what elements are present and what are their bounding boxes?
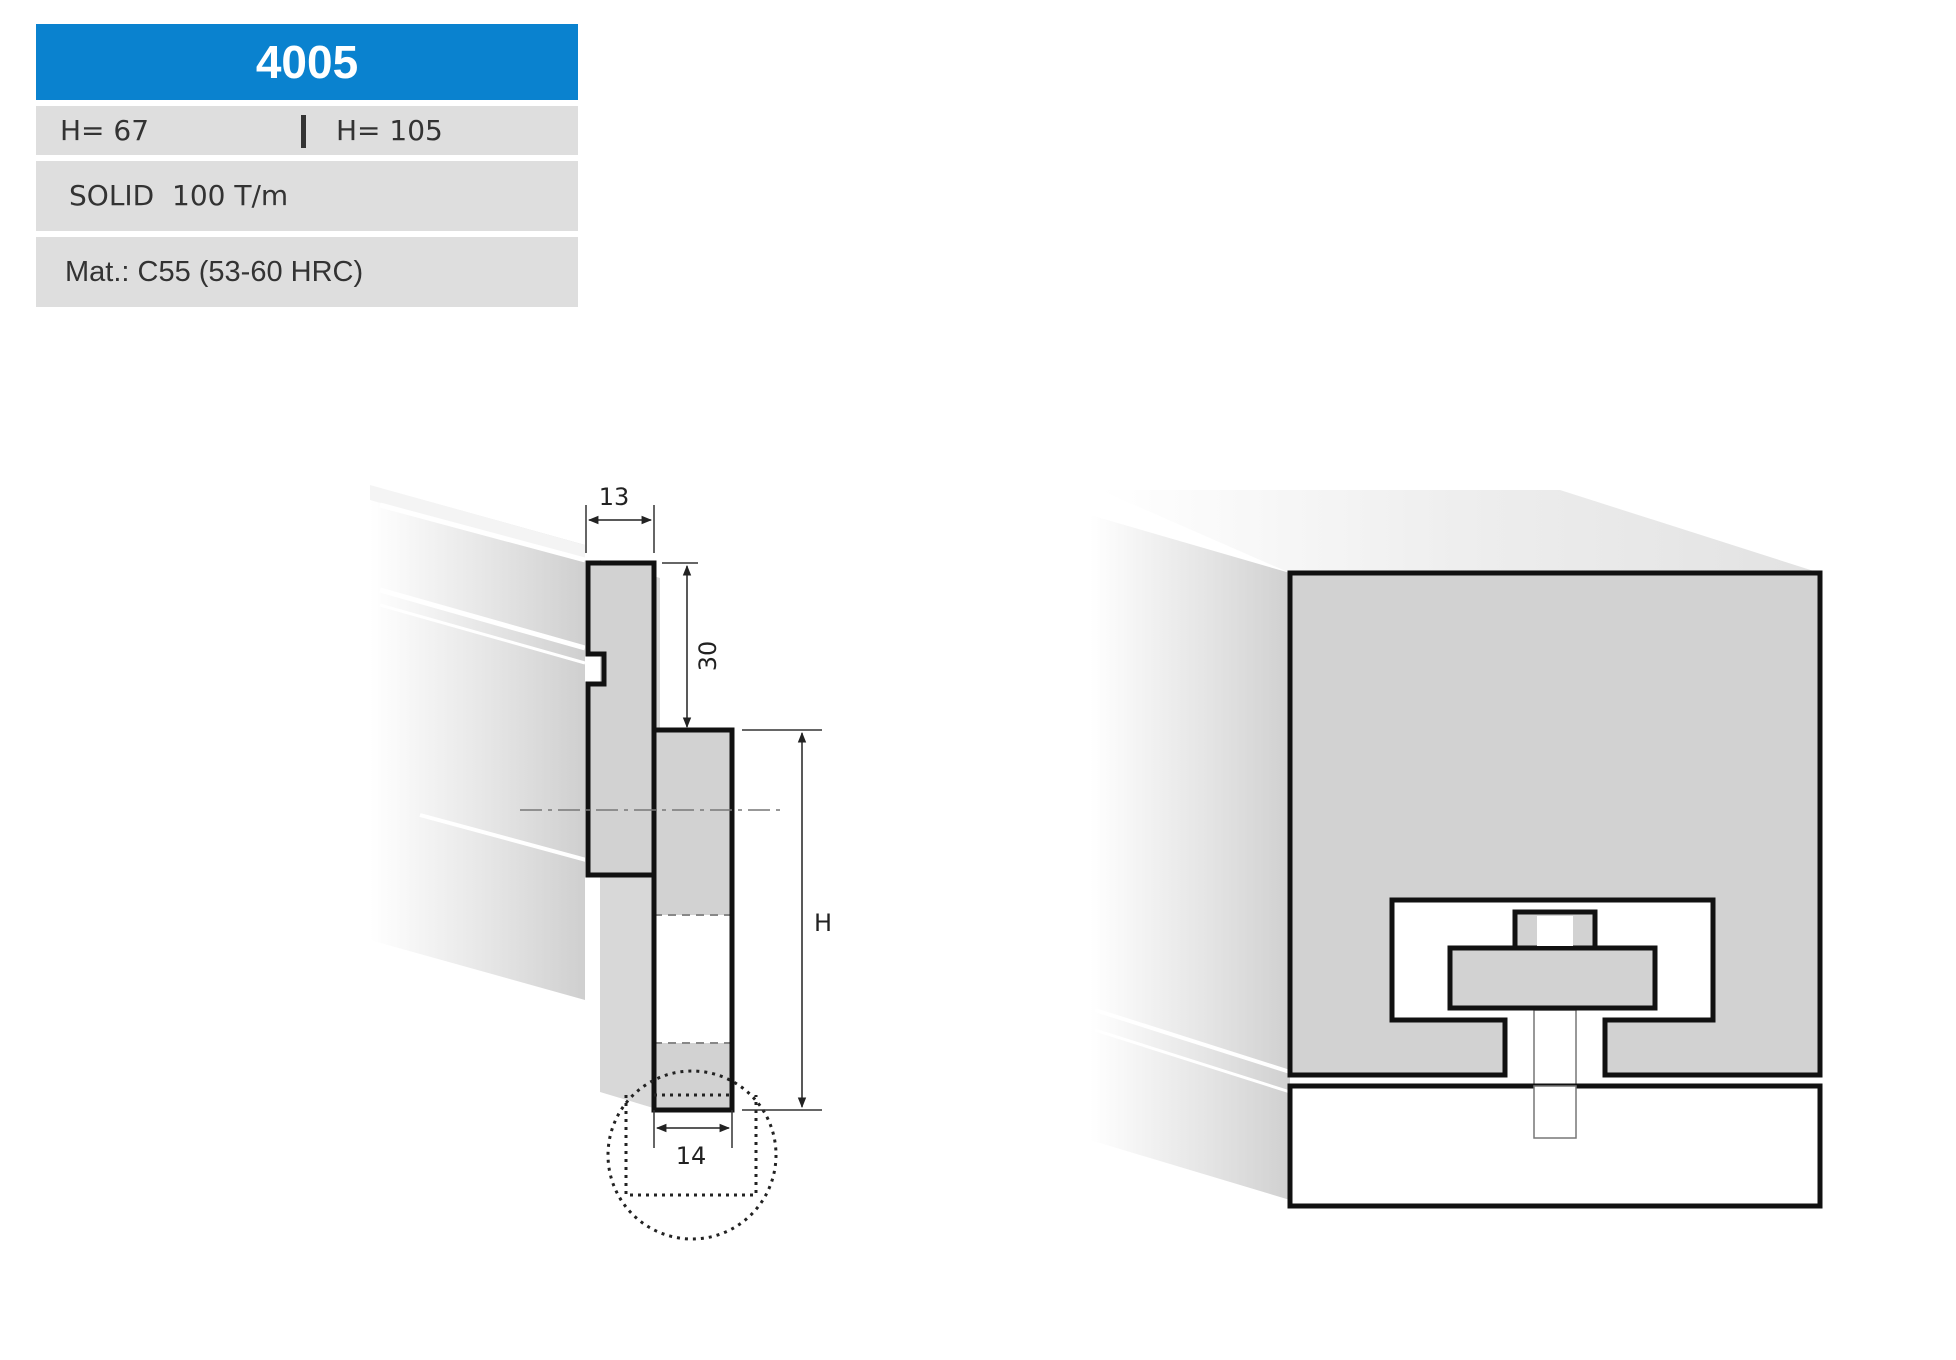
row-separator — [301, 115, 306, 148]
right-perspective-background — [1090, 490, 1820, 1200]
detail-circle — [606, 1069, 778, 1241]
type-label: SOLID 100 T/m — [69, 179, 289, 212]
height-b: H= 105 — [336, 114, 443, 147]
material-label: Mat.: C55 (53-60 HRC) — [65, 256, 364, 288]
dim-tang-height: 30 — [694, 641, 722, 672]
height-a: H= 67 — [60, 114, 150, 147]
dim-height-symbol: H — [814, 909, 832, 937]
material-row: Mat.: C55 (53-60 HRC) — [36, 237, 578, 307]
tool-blade-lower — [654, 1043, 732, 1110]
bolt-head — [1447, 945, 1658, 1011]
clamp-body — [1287, 570, 1823, 1078]
spec-card: 4005 H= 67 H= 105 SOLID 100 T/m Mat.: C5… — [36, 24, 578, 307]
dim-blade-width: 14 — [676, 1142, 707, 1170]
type-row: SOLID 100 T/m — [36, 161, 578, 231]
tool-profile — [520, 560, 782, 1241]
product-code: 4005 — [36, 24, 578, 100]
tool-blade-outline — [651, 727, 735, 1113]
dim-top-width: 13 — [599, 483, 630, 511]
tool-blade-upper — [654, 730, 732, 915]
tool-tang — [585, 560, 657, 878]
heights-row: H= 67 H= 105 — [36, 106, 578, 155]
dimension-lines — [585, 505, 822, 1148]
clamp-front-view — [1287, 570, 1823, 1209]
